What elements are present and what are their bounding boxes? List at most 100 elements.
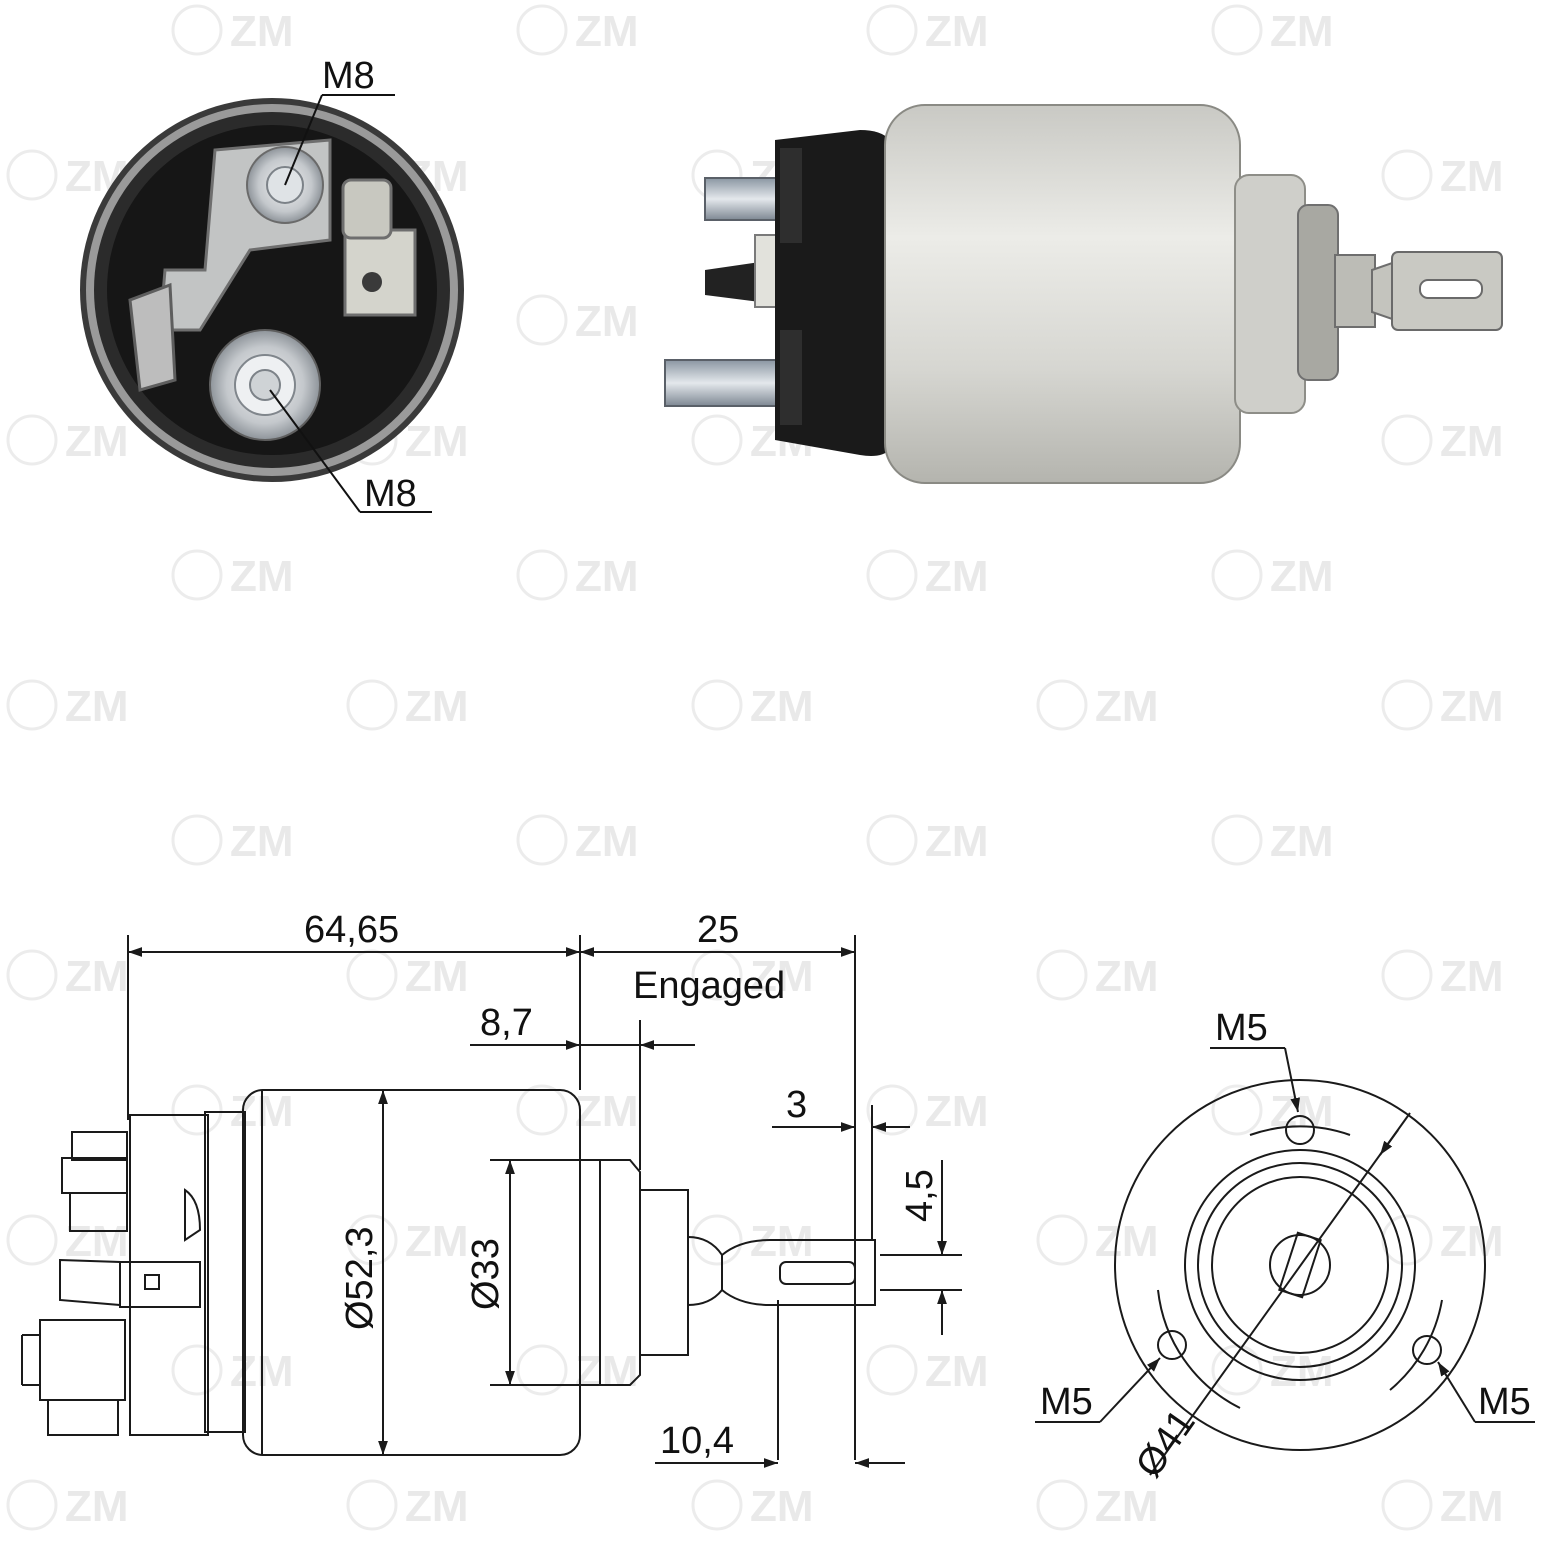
watermark-text: ZM xyxy=(1270,1347,1334,1396)
end-view-photo: M8 M8 xyxy=(80,55,464,515)
watermark-logo-icon xyxy=(516,1344,568,1396)
watermark-logo-icon xyxy=(6,679,58,731)
watermark-logo-icon xyxy=(6,414,58,466)
watermark-logo-icon xyxy=(171,1084,223,1136)
watermark-text: ZM xyxy=(1095,1217,1159,1266)
watermark-text: ZM xyxy=(1440,682,1504,731)
watermark-logo-icon xyxy=(1381,679,1433,731)
eye-width-label: 4,5 xyxy=(899,1169,941,1222)
watermark-logo-icon xyxy=(691,1479,743,1531)
watermark-logo-icon xyxy=(1211,4,1263,56)
watermark-text: ZM xyxy=(405,682,469,731)
watermark-text: ZM xyxy=(750,682,814,731)
watermark-logo-icon xyxy=(1211,549,1263,601)
eye-length-label: 10,4 xyxy=(660,1420,734,1462)
watermark-text: ZM xyxy=(405,417,469,466)
watermark-logo-icon xyxy=(1381,414,1433,466)
watermark-logo-icon xyxy=(691,414,743,466)
watermark-text: ZM xyxy=(750,1482,814,1531)
watermark-logo-icon xyxy=(346,1479,398,1531)
upper-terminal-label: M8 xyxy=(322,55,375,97)
watermark-logo-icon xyxy=(6,1479,58,1531)
watermark-text: ZM xyxy=(1095,1482,1159,1531)
watermark-text: ZM xyxy=(575,297,639,346)
watermark-text: ZM xyxy=(1440,152,1504,201)
body-outline xyxy=(242,1089,581,1456)
watermark-logo-icon xyxy=(346,949,398,1001)
watermark-logo-icon xyxy=(691,679,743,731)
watermark-logo-icon xyxy=(516,814,568,866)
watermark-text: ZM xyxy=(1270,817,1334,866)
watermark-logo-icon xyxy=(1381,149,1433,201)
watermark-text: ZM xyxy=(925,1087,989,1136)
end-drawing xyxy=(1035,1047,1535,1476)
watermark-text: ZM xyxy=(925,1347,989,1396)
stroke-length-label: 25 xyxy=(697,909,739,951)
watermark-logo-icon xyxy=(1381,1214,1433,1266)
watermark-text: ZM xyxy=(575,1347,639,1396)
watermark-logo-icon xyxy=(1036,1479,1088,1531)
watermark-logo-icon xyxy=(1211,1084,1263,1136)
watermark-text: ZM xyxy=(405,1482,469,1531)
watermark-logo-icon xyxy=(516,549,568,601)
watermark-text: ZM xyxy=(1440,417,1504,466)
watermark-text: ZM xyxy=(750,1217,814,1266)
watermark-logo-icon xyxy=(516,4,568,56)
watermark-text: ZM xyxy=(1270,552,1334,601)
flange-offset-label: 8,7 xyxy=(480,1002,533,1044)
lower-terminal-label: M8 xyxy=(364,473,417,515)
watermark-logo-icon xyxy=(866,1344,918,1396)
watermark-text: ZM xyxy=(65,952,129,1001)
side-view-photo xyxy=(664,104,1503,484)
watermark-text: ZM xyxy=(65,1482,129,1531)
watermark-logo-icon xyxy=(1381,1479,1433,1531)
watermark-text: ZM xyxy=(65,417,129,466)
watermark-text: ZM xyxy=(1270,7,1334,56)
watermark-logo-icon xyxy=(6,949,58,1001)
upper-stud xyxy=(704,177,786,221)
nose-diameter-label: Ø33 xyxy=(465,1238,507,1310)
watermark-text: ZM xyxy=(575,817,639,866)
watermark-text: ZM xyxy=(230,552,294,601)
mount-hole-right xyxy=(1412,1335,1442,1365)
watermark-logo-icon xyxy=(1211,814,1263,866)
watermark-text: ZM xyxy=(230,7,294,56)
watermark-text: ZM xyxy=(1440,952,1504,1001)
watermark-logo-icon xyxy=(1036,679,1088,731)
watermark-logo-icon xyxy=(346,1214,398,1266)
watermark-logo-icon xyxy=(6,149,58,201)
side-drawing xyxy=(21,1089,876,1456)
watermark-logo-icon xyxy=(346,679,398,731)
watermark-logo-icon xyxy=(516,294,568,346)
body-diameter-label: Ø52,3 xyxy=(339,1226,381,1330)
watermark-text: ZM xyxy=(750,952,814,1001)
watermark-text: ZM xyxy=(1095,952,1159,1001)
watermark-logo-icon xyxy=(1036,1214,1088,1266)
watermark-logo-icon xyxy=(1036,949,1088,1001)
watermark-text: ZM xyxy=(230,817,294,866)
watermark-logo-icon xyxy=(866,549,918,601)
side-dimension-labels: 64,65 25 Engaged 8,7 3 10,4 4,5 Ø52,3 Ø3… xyxy=(304,909,941,1462)
hole-right-label: M5 xyxy=(1478,1381,1531,1423)
hole-left-label: M5 xyxy=(1040,1381,1093,1423)
watermark-logo-icon xyxy=(171,549,223,601)
solenoid-can xyxy=(884,104,1241,484)
watermark-logo-icon xyxy=(171,814,223,866)
watermark-text: ZM xyxy=(405,1217,469,1266)
mount-hole-top xyxy=(1285,1115,1315,1145)
eye-offset-label: 3 xyxy=(786,1084,807,1126)
watermark-text: ZM xyxy=(575,1087,639,1136)
watermark-text: ZM xyxy=(925,7,989,56)
watermark-logo-icon xyxy=(866,814,918,866)
watermark-text: ZM xyxy=(65,682,129,731)
watermark-text: ZM xyxy=(1440,1482,1504,1531)
watermark-text: ZM xyxy=(575,552,639,601)
watermark-logo-icon xyxy=(171,4,223,56)
watermark-logo-icon xyxy=(866,4,918,56)
watermark-logo-icon xyxy=(866,1084,918,1136)
watermark-logo-icon xyxy=(171,1344,223,1396)
watermark-text: ZM xyxy=(925,552,989,601)
watermark-text: ZM xyxy=(1095,682,1159,731)
watermark-text: ZM xyxy=(65,1217,129,1266)
